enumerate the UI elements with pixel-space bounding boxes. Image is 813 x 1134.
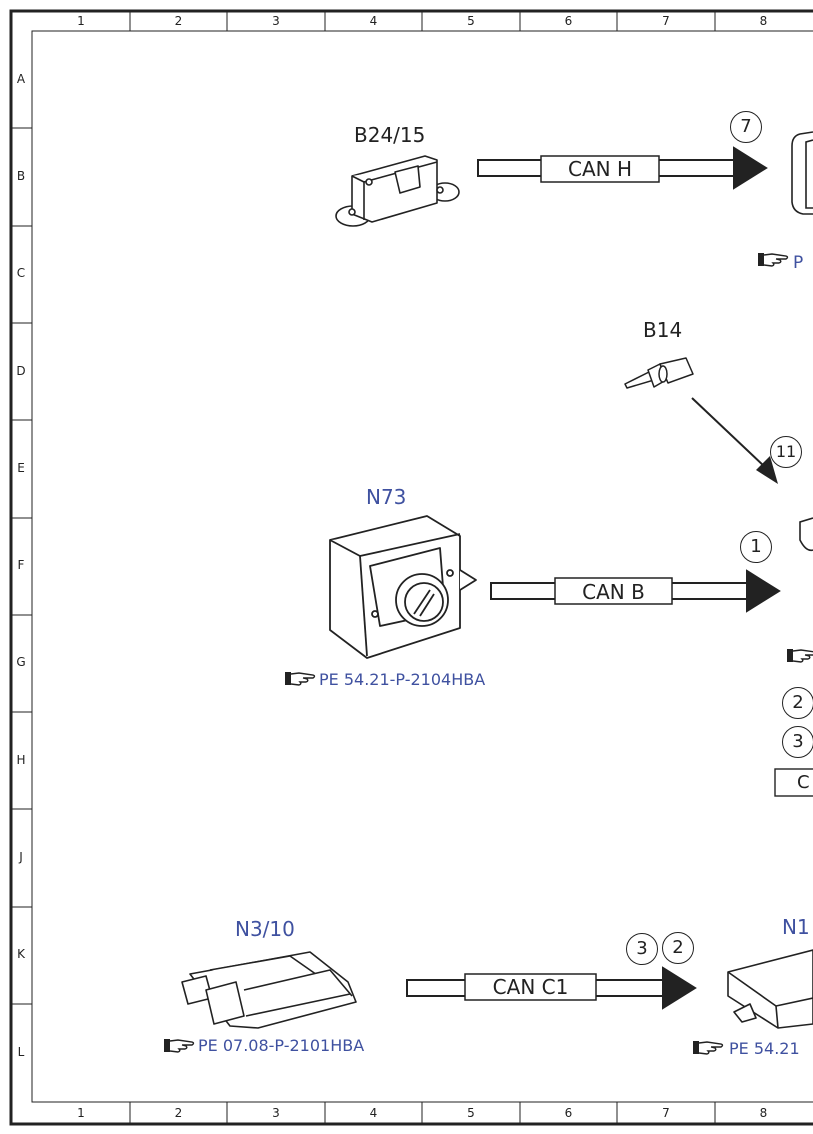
n73-ignition-switch-drawing [329,515,477,659]
pointing-hand-icon [787,649,813,663]
pointing-hand-icon-group [164,253,813,1055]
right-box [774,768,813,797]
circle-number-2-right: 2 [782,687,813,719]
circle-number-11: 11 [770,436,802,468]
pointing-hand-icon [285,672,316,686]
grid-row-label: G [16,655,26,670]
circle-number-1: 1 [740,531,772,563]
grid-row-label: K [17,947,25,962]
can-b-bus [490,569,781,613]
b14-label: B14 [643,318,683,342]
right-partial-module-middle [799,517,813,552]
grid-column-label-top: 8 [759,14,768,28]
can-b-label: CAN B [582,580,645,604]
grid-column-label-top: 1 [77,14,85,28]
grid-row-label: F [17,558,25,573]
grid-column-label-bottom: 7 [662,1106,670,1120]
grid-column-label-bottom: 5 [467,1106,475,1120]
grid-column-label-bottom: 8 [759,1106,768,1120]
n73-label: N73 [366,485,407,509]
grid-column-label-bottom: 3 [272,1106,280,1120]
n3-10-label: N3/10 [235,917,295,941]
b24-15-sensor-drawing [335,155,460,227]
grid-column-label-bottom: 4 [369,1106,378,1120]
n3-10-engine-control-unit-drawing [181,951,357,1029]
grid-column-label-top: 2 [174,14,183,28]
grid-column-label-top: 6 [564,14,573,28]
n73-reference[interactable]: PE 54.21-P-2104HBA [319,670,486,689]
b24-15-label: B24/15 [354,123,426,147]
grid-row-label: L [17,1044,25,1059]
grid-column-label-bottom: 2 [174,1106,183,1120]
pointing-hand-icon [164,1039,195,1053]
right-box-label: C [797,772,810,793]
grid-column-label-bottom: 6 [564,1106,573,1120]
n3-10-reference[interactable]: PE 07.08-P-2101HBA [198,1036,365,1055]
can-c1-bus [406,966,697,1010]
circle-number-3: 3 [626,933,658,965]
circle-number-2: 2 [662,932,694,964]
pointing-hand-icon [758,253,789,267]
grid-row-label: A [16,71,26,86]
circle-number-7: 7 [730,111,762,143]
n1-partial-label: N1 [782,915,810,939]
grid-column-label-top: 3 [272,14,280,28]
grid-column-label-top: 4 [369,14,378,28]
grid-column-label-top: 5 [467,14,475,28]
can-h-label: CAN H [567,157,632,181]
right-partial-module-top [791,131,813,215]
right-top-reference[interactable]: P [793,253,804,273]
grid-column-label-bottom: 1 [77,1106,85,1120]
grid-column-label-top: 7 [662,14,670,28]
right-partial-module-bottom [727,949,813,1029]
outer-frame [9,9,813,1126]
grid-row-label: C [16,266,26,281]
grid-row-label: H [16,752,26,767]
grid-ticks [11,11,716,1124]
grid-row-label: B [16,168,26,183]
b14-arrow [691,397,778,484]
circle-number-3-right: 3 [782,726,813,758]
inner-frame [31,30,813,1103]
grid-row-label: D [16,363,26,378]
can-c1-label: CAN C1 [492,975,569,999]
b14-sensor-drawing [624,357,694,389]
n1-partial-reference[interactable]: PE 54.21 [729,1039,800,1058]
can-h-bus [477,146,768,190]
pointing-hand-icon [693,1041,724,1055]
grid-row-label: E [17,460,25,475]
grid-row-label: J [19,850,23,865]
